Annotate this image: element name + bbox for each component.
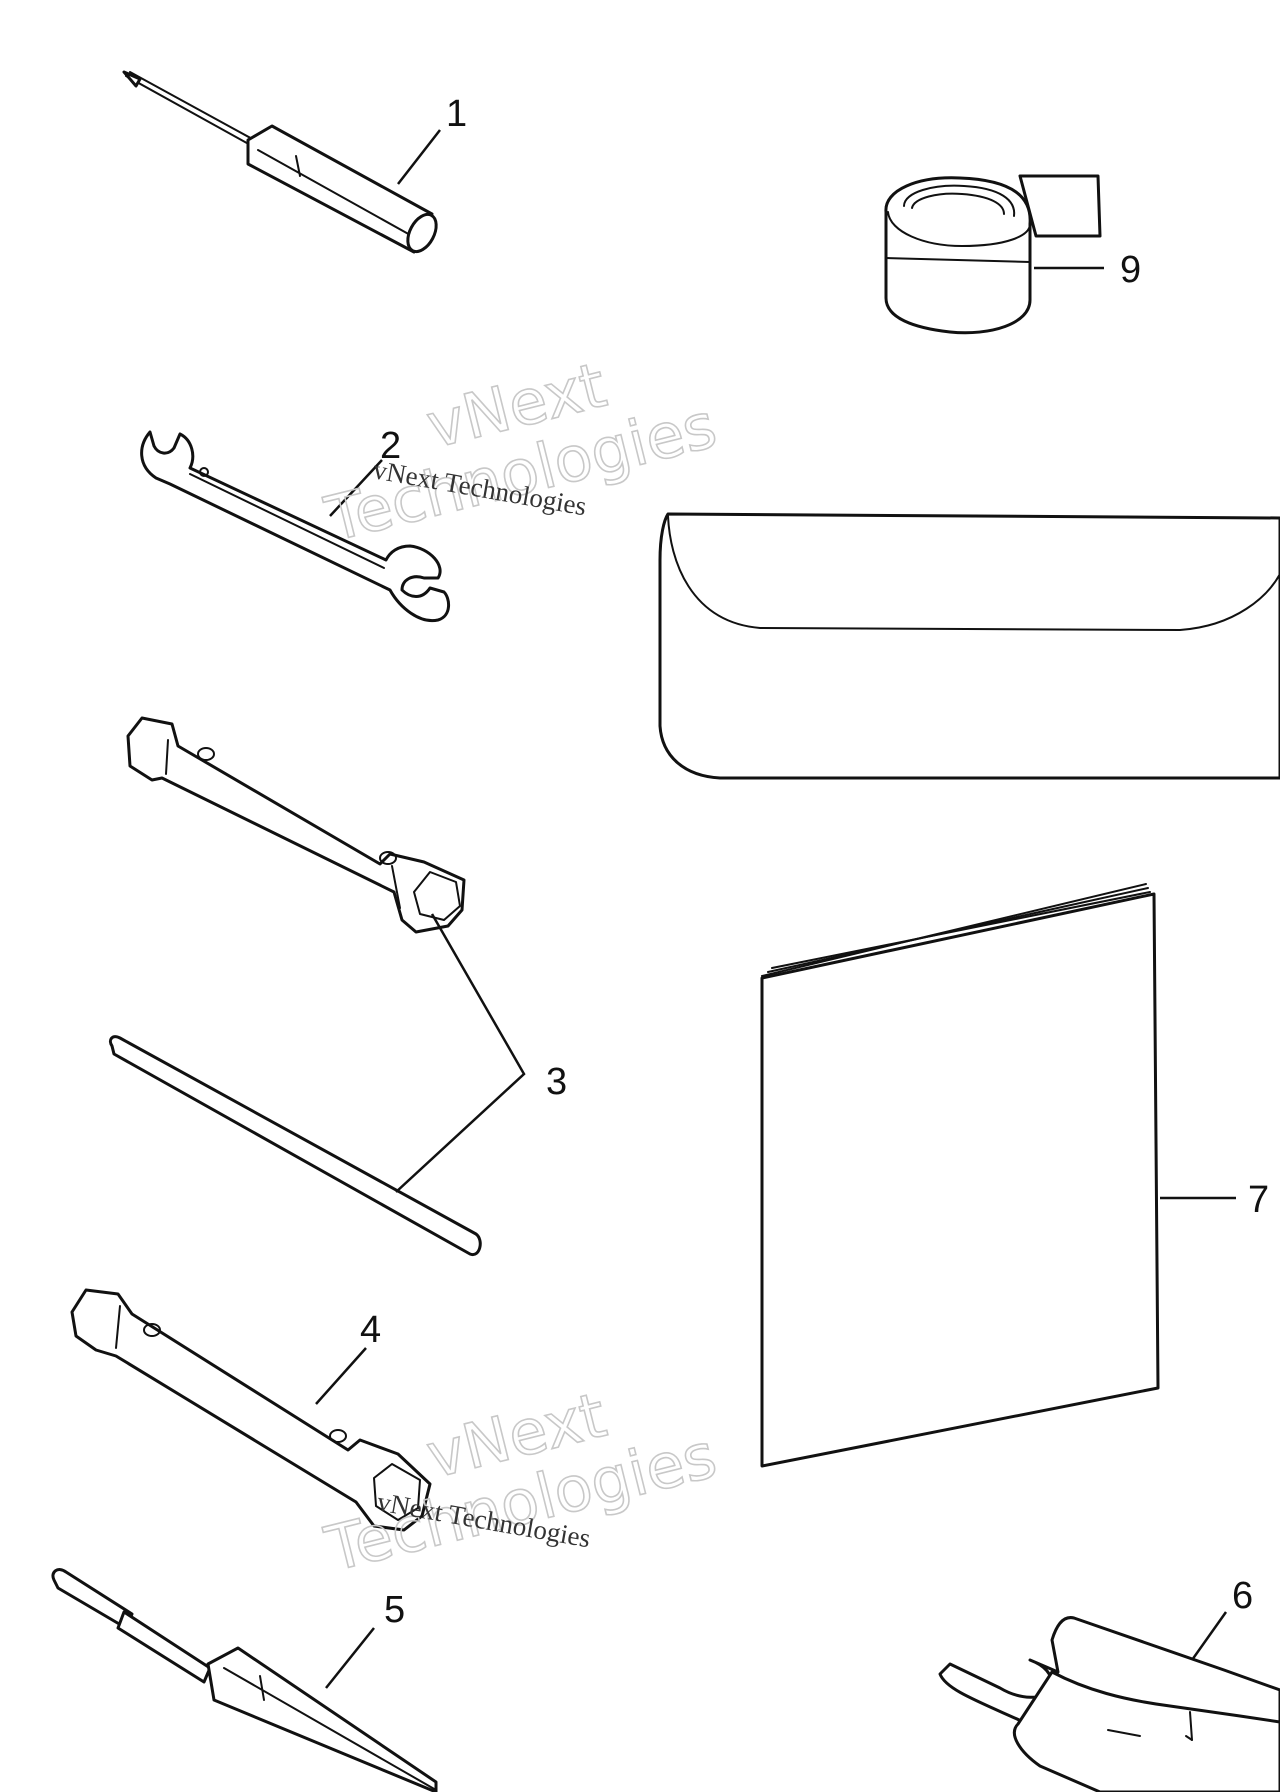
screwdriver-1-icon [122,70,438,254]
screwdriver-5-icon [51,1568,438,1792]
strap-roll-9-icon [884,174,1102,335]
callout-4: 4 [360,1309,381,1351]
watermark-top: vNext Technologies [317,347,724,557]
manual-booklet-7-icon [760,883,1160,1468]
spanner-6-icon [938,1616,1280,1792]
callout-3: 3 [546,1061,567,1103]
box-wrench-3-icon [126,716,466,934]
tool-bag-icon [658,512,1280,780]
leader-lines [315,129,1236,1689]
box-wrench-4-icon [70,1288,432,1532]
open-end-wrench-2-icon [140,430,450,623]
callout-7: 7 [1248,1179,1269,1221]
tommy-bar-3-icon [108,1035,482,1257]
callout-9: 9 [1120,249,1141,291]
callout-1: 1 [446,93,467,135]
callout-2: 2 [380,425,401,467]
callout-6: 6 [1232,1575,1253,1617]
callout-5: 5 [384,1589,405,1631]
